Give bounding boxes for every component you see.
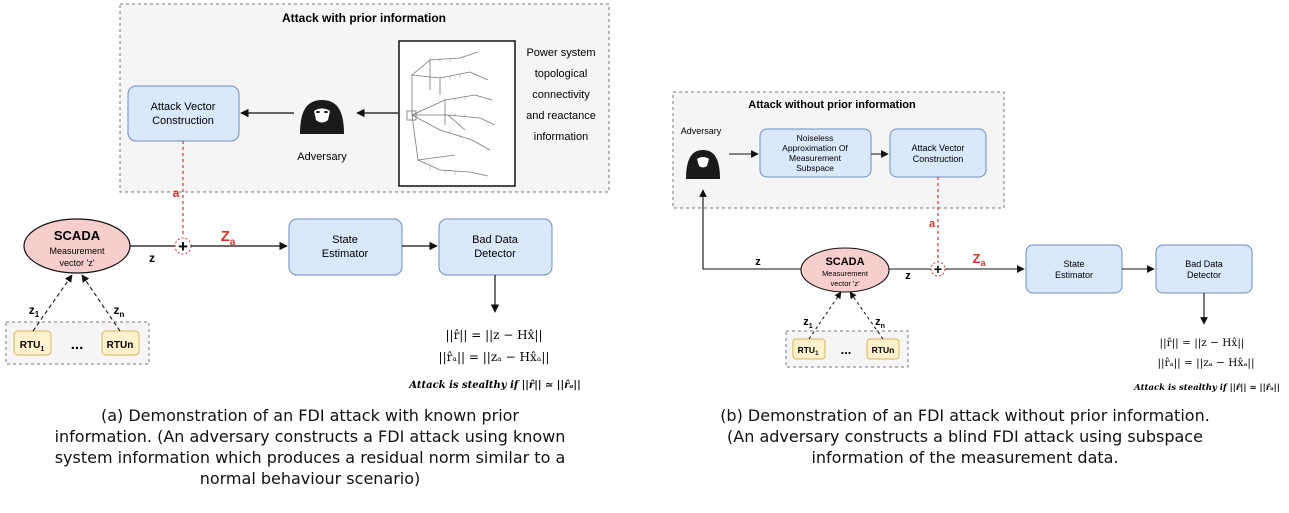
right-noiseless-line1: Noiseless (797, 133, 834, 143)
right-eq1: ||r̂|| = ||z − Hx̂|| (1160, 337, 1245, 350)
left-scada-title: SCADA (54, 228, 101, 243)
left-eq1: ||r̂|| = ||z − Hx̂|| (445, 328, 542, 342)
left-zn-label: zn (114, 303, 125, 319)
left-state-estimator-box (288, 218, 403, 276)
right-za-label: Za (973, 251, 987, 268)
right-attack-vector-line1: Attack Vector (911, 143, 964, 153)
right-region-title: Attack without prior information (748, 99, 916, 111)
right-noiseless-line3: Measurement (789, 153, 842, 163)
left-region-title: Attack with prior information (282, 11, 446, 25)
left-rtu1-label: RTU1 (20, 340, 45, 353)
left-a-label: a (173, 186, 180, 200)
right-eq2: ||r̂ₐ|| = ||zₐ − Hx̂ₐ|| (1157, 357, 1254, 370)
right-z-left-label: z (755, 256, 761, 268)
right-a-label: a (929, 218, 936, 230)
left-attack-vector-box (127, 85, 240, 142)
right-caption-line1: (b) Demonstration of an FDI attack witho… (720, 406, 1210, 425)
right-z-right-label: z (905, 270, 911, 282)
right-scada-title: SCADA (825, 256, 864, 268)
left-adversary-icon (300, 100, 344, 134)
right-noiseless-line2: Approximation Of (782, 143, 848, 153)
left-plus-sign: + (178, 237, 188, 256)
right-state-estimator-box (1025, 244, 1123, 294)
right-rtun-label: RTUn (872, 345, 895, 355)
left-caption-line1: (a) Demonstration of an FDI attack with … (100, 406, 520, 425)
right-adversary-label: Adversary (681, 126, 722, 136)
right-z1-label: z1 (803, 316, 813, 330)
left-topology-ticks (429, 58, 466, 175)
right-attack-vector-box (889, 128, 987, 178)
right-scada-sub2: vector 'z' (830, 279, 860, 288)
right-bdd-line1: Bad Data (1185, 259, 1223, 269)
left-attack-vector-line1: Attack Vector (151, 101, 216, 113)
left-scada-sub2: vector 'z' (60, 258, 95, 268)
left-power-system-diagram (398, 40, 516, 187)
left-rtu-dots: ... (71, 336, 84, 353)
left-caption: (a) Demonstration of an FDI attack with … (0, 405, 620, 489)
left-state-estimator-line1: State (332, 234, 358, 246)
left-state-estimator-line2: Estimator (322, 248, 369, 260)
left-z1-label: z1 (29, 303, 40, 319)
right-bad-data-detector-box (1155, 244, 1253, 294)
left-info-line1: Power system (526, 47, 595, 59)
left-info-line5: information (534, 131, 588, 143)
right-state-estimator-line1: State (1063, 259, 1084, 269)
right-state-estimator-line2: Estimator (1055, 270, 1093, 280)
left-panel: Attack with prior information Attack Vec… (5, 3, 610, 391)
right-caption-line3: information of the measurement data. (811, 448, 1119, 467)
left-topology-root (406, 110, 417, 121)
right-panel: Attack without prior information Adversa… (672, 91, 1280, 393)
left-rtu1-box (13, 330, 52, 356)
right-scada-ellipse (800, 247, 890, 293)
right-rtu-dots: ... (841, 342, 852, 357)
left-scada-sub1: Measurement (49, 246, 105, 256)
left-adversary-label: Adversary (297, 151, 347, 163)
left-stealthy: Attack is stealthy if ||r̂|| ≃ ||r̂ₐ|| (408, 380, 580, 391)
right-feedback-path (699, 189, 801, 270)
right-adversary-icon (686, 150, 720, 179)
left-bdd-line1: Bad Data (472, 234, 519, 246)
left-za-label: Za (221, 228, 236, 248)
right-noiseless-box (759, 128, 872, 178)
left-caption-line2: information. (An adversary constructs a … (54, 427, 566, 446)
left-info-line2: topological (535, 68, 588, 80)
right-scada-sub1: Measurement (822, 269, 869, 278)
left-rtun-box (101, 330, 140, 356)
left-z-label: z (149, 251, 155, 265)
right-attack-vector-line2: Construction (913, 154, 964, 164)
left-info-line3: connectivity (532, 89, 590, 101)
left-bdd-line2: Detector (474, 248, 516, 260)
right-caption: (b) Demonstration of an FDI attack witho… (645, 405, 1285, 468)
right-noiseless-line4: Subspace (796, 163, 834, 173)
right-stealthy: Attack is stealthy if ||r̂|| ≃ ||r̂ₐ|| (1133, 382, 1280, 393)
right-rtu1-label: RTU1 (798, 345, 819, 357)
left-eq2: ||r̂ₐ|| = ||zₐ − Hx̂ₐ|| (439, 350, 550, 364)
left-caption-line3: system information which produces a resi… (54, 448, 566, 467)
right-zn-label: zn (875, 316, 885, 330)
right-bdd-line2: Detector (1187, 270, 1221, 280)
left-caption-line4: normal behaviour scenario) (199, 469, 421, 488)
right-plus-sign: + (934, 261, 942, 277)
left-bad-data-detector-box (438, 218, 553, 276)
left-rtu1-to-scada (32, 274, 73, 332)
right-caption-line2: (An adversary constructs a blind FDI att… (727, 427, 1203, 446)
left-rtun-label: RTUn (107, 340, 134, 351)
left-info-line4: and reactance (526, 110, 596, 122)
left-rtun-to-scada (81, 274, 121, 332)
left-attack-vector-line2: Construction (152, 115, 214, 127)
